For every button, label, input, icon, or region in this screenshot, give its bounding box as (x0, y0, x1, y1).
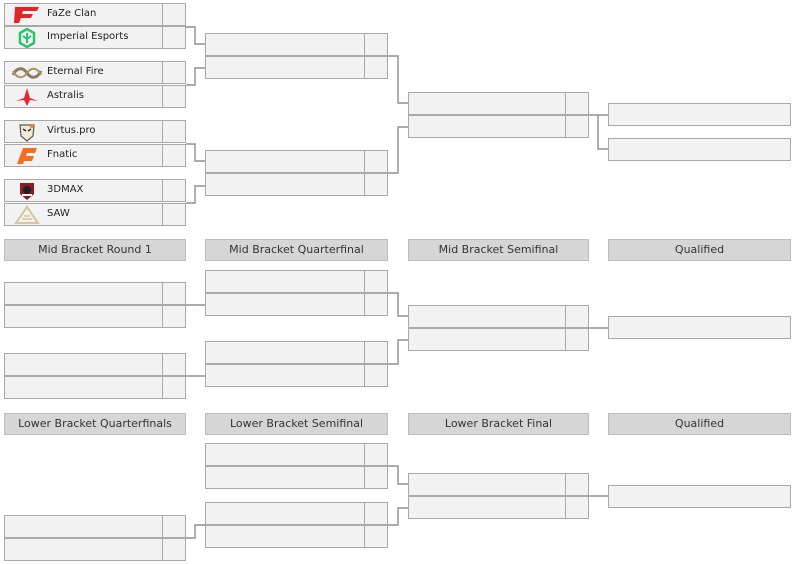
team-name: Fnatic (47, 149, 78, 160)
score-box (162, 121, 185, 142)
team-name: SAW (47, 208, 70, 219)
match-1-team-1[interactable]: FaZe Clan (4, 3, 186, 26)
header-qualified-lower: Qualified (608, 413, 791, 435)
match-1-team-2[interactable]: Imperial Esports (4, 26, 186, 49)
mid2-r1-1-team-2[interactable] (4, 305, 186, 328)
score-box (364, 365, 387, 386)
qualified-slot-1[interactable] (608, 103, 791, 126)
score-box (364, 151, 387, 172)
score-box (162, 4, 185, 25)
lower-qf-team-2[interactable] (4, 538, 186, 561)
header-mid-bracket-round-1: Mid Bracket Round 1 (4, 239, 186, 261)
lower-final-team-1[interactable] (408, 473, 589, 496)
header-mid-bracket-quarterfinal: Mid Bracket Quarterfinal (205, 239, 388, 261)
astralis-logo-icon (16, 88, 38, 106)
header-mid-bracket-semifinal: Mid Bracket Semifinal (408, 239, 589, 261)
match-4-team-1[interactable]: 3DMAX (4, 179, 186, 202)
lower-final-team-2[interactable] (408, 496, 589, 519)
team-name: Virtus.pro (47, 125, 96, 136)
lower-sf-1-team-1[interactable] (205, 443, 388, 466)
score-box (162, 27, 185, 48)
mid2-r1-1-team-1[interactable] (4, 282, 186, 305)
qualified-slot-3[interactable] (608, 316, 791, 339)
mid2-r1-2-team-2[interactable] (4, 376, 186, 399)
score-box (364, 503, 387, 524)
score-box (162, 354, 185, 375)
mid2-qf-1-team-2[interactable] (205, 293, 388, 316)
mid2-sf-team-2[interactable] (408, 328, 589, 351)
header-qualified: Qualified (608, 239, 791, 261)
qualified-slot-4[interactable] (608, 485, 791, 508)
team-name: Imperial Esports (47, 31, 129, 42)
score-box (364, 342, 387, 363)
imperial-esports-logo-icon (18, 28, 36, 48)
score-box (565, 497, 588, 518)
score-box (162, 180, 185, 201)
team-name: Astralis (47, 90, 84, 101)
mid-qf-1-team-2[interactable] (205, 56, 388, 79)
mid-sf-team-2[interactable] (408, 115, 589, 138)
score-box (364, 271, 387, 292)
score-box (162, 204, 185, 225)
score-box (162, 377, 185, 398)
faze-clan-logo-icon (14, 7, 39, 23)
score-box (364, 294, 387, 315)
saw-logo-icon (14, 205, 40, 224)
mid2-qf-1-team-1[interactable] (205, 270, 388, 293)
score-box (565, 306, 588, 327)
header-lower-bracket-final: Lower Bracket Final (408, 413, 589, 435)
score-box (364, 526, 387, 547)
score-box (162, 283, 185, 304)
match-3-team-2[interactable]: Fnatic (4, 144, 186, 167)
score-box (565, 116, 588, 137)
lower-sf-1-team-2[interactable] (205, 466, 388, 489)
eternal-fire-logo-icon (11, 67, 43, 79)
score-box (565, 329, 588, 350)
team-name: Eternal Fire (47, 66, 104, 77)
mid-qf-2-team-2[interactable] (205, 173, 388, 196)
header-lower-bracket-semifinal: Lower Bracket Semifinal (205, 413, 388, 435)
score-box (364, 57, 387, 78)
mid2-qf-2-team-2[interactable] (205, 364, 388, 387)
score-box (162, 516, 185, 537)
virtus-pro-logo-icon (19, 124, 35, 142)
score-box (162, 62, 185, 83)
team-name: 3DMAX (47, 184, 84, 195)
mid2-sf-team-1[interactable] (408, 305, 589, 328)
match-4-team-2[interactable]: SAW (4, 203, 186, 226)
score-box (162, 86, 185, 107)
score-box (364, 34, 387, 55)
mid2-qf-2-team-1[interactable] (205, 341, 388, 364)
score-box (162, 145, 185, 166)
mid2-r1-2-team-1[interactable] (4, 353, 186, 376)
fnatic-logo-icon (17, 148, 37, 164)
score-box (364, 174, 387, 195)
match-2-team-2[interactable]: Astralis (4, 85, 186, 108)
score-box (565, 93, 588, 114)
score-box (162, 306, 185, 327)
3dmax-logo-icon (20, 183, 34, 200)
score-box (364, 444, 387, 465)
qualified-slot-2[interactable] (608, 138, 791, 161)
mid-qf-2-team-1[interactable] (205, 150, 388, 173)
mid-sf-team-1[interactable] (408, 92, 589, 115)
team-name: FaZe Clan (47, 8, 97, 19)
score-box (565, 474, 588, 495)
score-box (364, 467, 387, 488)
header-lower-bracket-quarterfinals: Lower Bracket Quarterfinals (4, 413, 186, 435)
lower-sf-2-team-2[interactable] (205, 525, 388, 548)
mid-qf-1-team-1[interactable] (205, 33, 388, 56)
match-3-team-1[interactable]: Virtus.pro (4, 120, 186, 143)
score-box (162, 539, 185, 560)
match-2-team-1[interactable]: Eternal Fire (4, 61, 186, 84)
lower-qf-team-1[interactable] (4, 515, 186, 538)
lower-sf-2-team-1[interactable] (205, 502, 388, 525)
